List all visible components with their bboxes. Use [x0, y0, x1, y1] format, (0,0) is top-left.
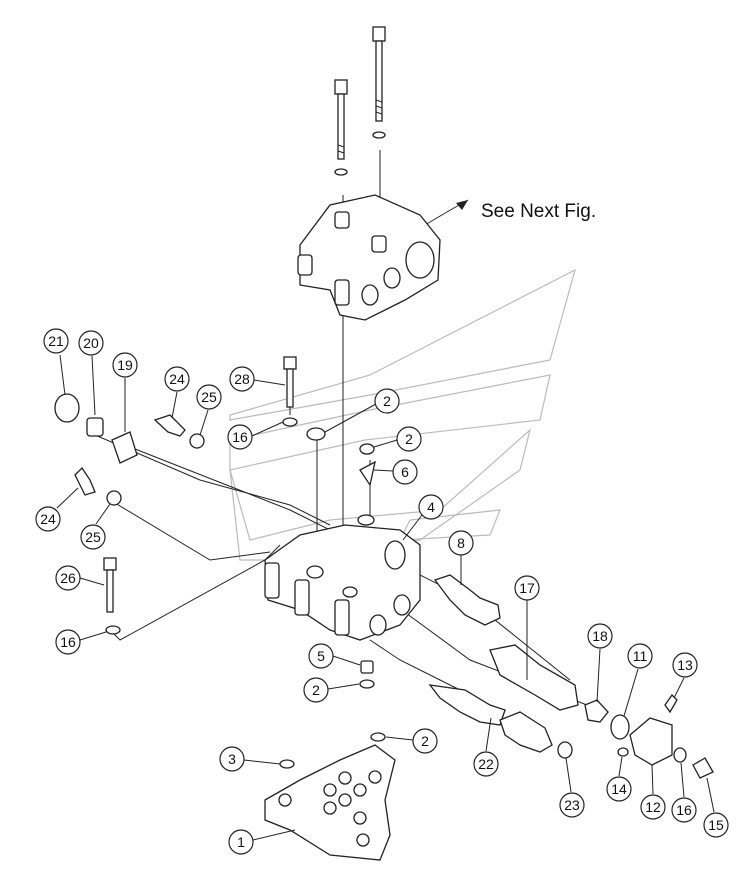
svg-text:2: 2 [421, 733, 429, 749]
svg-text:23: 23 [564, 797, 580, 813]
callout-23: 23 [559, 757, 585, 818]
svg-text:26: 26 [60, 570, 76, 586]
svg-text:13: 13 [677, 657, 693, 673]
svg-text:3: 3 [228, 751, 236, 767]
callout-25-top: 25 [196, 384, 222, 436]
svg-text:21: 21 [48, 333, 64, 349]
svg-text:15: 15 [708, 817, 724, 833]
main-valve-body [264, 524, 421, 641]
callout-26: 26 [55, 565, 105, 591]
svg-text:18: 18 [592, 628, 608, 644]
callout-12: 12 [640, 764, 666, 820]
svg-text:16: 16 [232, 429, 248, 445]
callout-5: 5 [308, 643, 361, 669]
callout-8: 8 [448, 530, 474, 585]
watermark-logo [229, 268, 576, 561]
svg-text:28: 28 [234, 371, 250, 387]
callout-1: 1 [228, 829, 296, 855]
svg-text:5: 5 [317, 648, 325, 664]
callout-3: 3 [219, 746, 281, 772]
callout-16-mid: 16 [55, 629, 107, 655]
svg-text:25: 25 [201, 389, 217, 405]
svg-text:24: 24 [169, 371, 185, 387]
callout-2-c: 2 [303, 677, 360, 703]
callout-24-top: 24 [164, 366, 190, 419]
callout-11: 11 [623, 643, 653, 717]
see-next-figure-note: See Next Fig. [481, 201, 596, 222]
svg-text:12: 12 [645, 799, 661, 815]
base-plate [264, 660, 396, 861]
svg-text:8: 8 [457, 535, 465, 551]
svg-text:6: 6 [401, 464, 409, 480]
callout-19: 19 [112, 352, 138, 432]
spools [428, 574, 714, 779]
callout-20: 20 [78, 330, 104, 416]
callout-16-bottom: 16 [671, 762, 697, 823]
callout-6: 6 [373, 459, 418, 485]
svg-text:1: 1 [237, 834, 245, 850]
svg-text:2: 2 [383, 393, 391, 409]
svg-text:19: 19 [117, 357, 133, 373]
svg-text:11: 11 [633, 648, 648, 664]
upper-valve-body [297, 194, 441, 321]
callout-4: 4 [402, 494, 444, 541]
callout-17: 17 [514, 575, 540, 680]
bolt-short [334, 79, 348, 176]
small-parts-left [54, 356, 376, 635]
bolt-long [372, 26, 386, 139]
svg-text:22: 22 [478, 756, 494, 772]
callout-24-bottom: 24 [35, 487, 79, 532]
callout-28: 28 [229, 366, 286, 392]
svg-text:2: 2 [312, 682, 320, 698]
svg-text:16: 16 [60, 634, 76, 650]
callout-14: 14 [606, 756, 632, 802]
callout-2-a: 2 [324, 388, 400, 433]
callout-18: 18 [587, 623, 613, 703]
callout-21: 21 [43, 328, 69, 396]
svg-text:16: 16 [676, 802, 692, 818]
callout-25-bottom: 25 [80, 503, 111, 550]
callout-15: 15 [703, 777, 729, 838]
callout-16-top: 16 [227, 421, 284, 450]
svg-text:2: 2 [405, 431, 413, 447]
svg-text:14: 14 [611, 781, 627, 797]
callout-13: 13 [672, 652, 698, 699]
callout-2-d: 2 [385, 728, 438, 754]
svg-text:20: 20 [83, 335, 99, 351]
callouts: 21 20 19 24 25 28 16 2 2 6 4 8 24 25 26 … [35, 328, 729, 855]
callout-2-b: 2 [373, 426, 422, 452]
callout-22: 22 [473, 717, 499, 777]
svg-text:17: 17 [519, 580, 535, 596]
svg-text:4: 4 [427, 499, 435, 515]
svg-text:25: 25 [85, 529, 101, 545]
svg-text:24: 24 [40, 511, 56, 527]
